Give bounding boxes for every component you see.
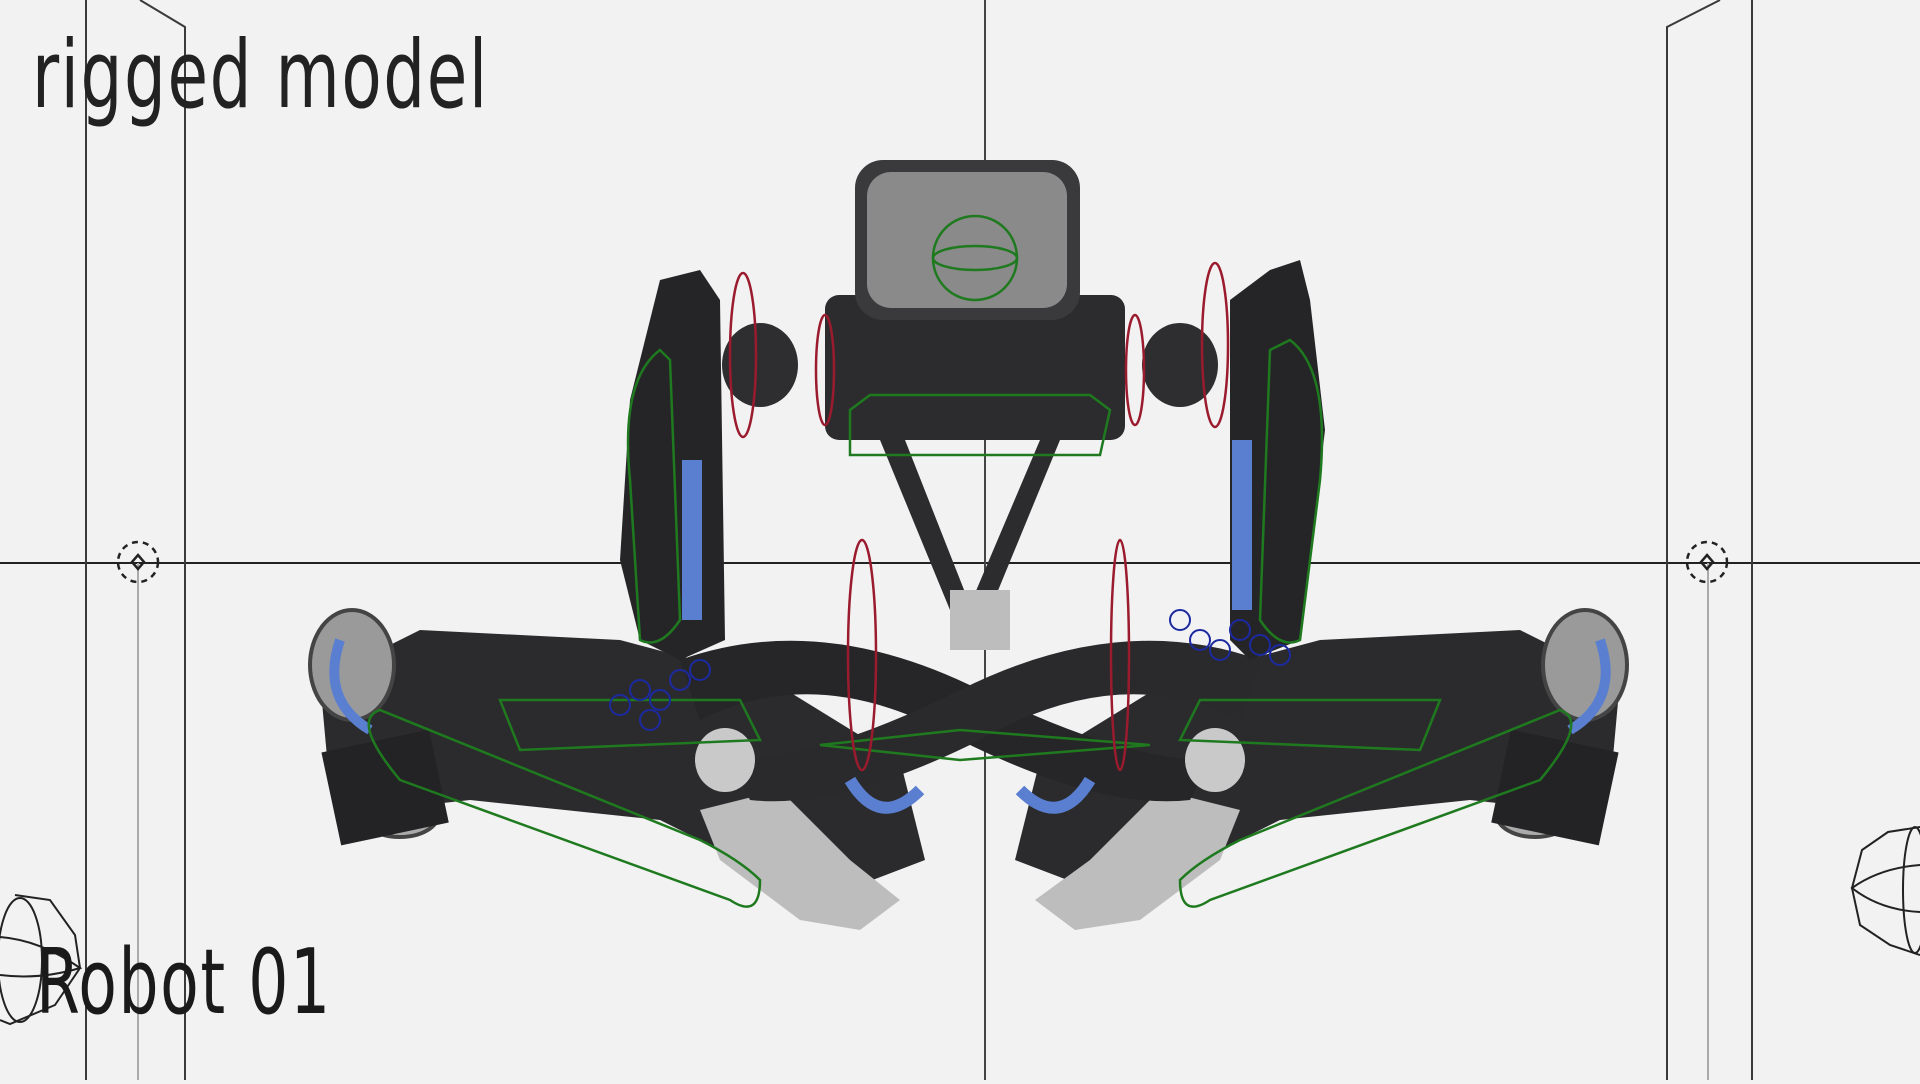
control-curves-blue[interactable] [609,609,1291,731]
locator-right-icon[interactable] [1685,540,1729,584]
sphere-control-left-icon[interactable] [0,894,83,1026]
control-curves-red[interactable] [728,261,1230,772]
title-label: rigged model [32,21,489,130]
sphere-control-right-icon[interactable] [1850,826,1920,956]
control-curves-green[interactable] [367,214,1573,908]
robot-model[interactable] [308,160,1629,930]
model-name-label: Robot 01 [36,930,332,1035]
locator-left-icon[interactable] [116,540,160,584]
